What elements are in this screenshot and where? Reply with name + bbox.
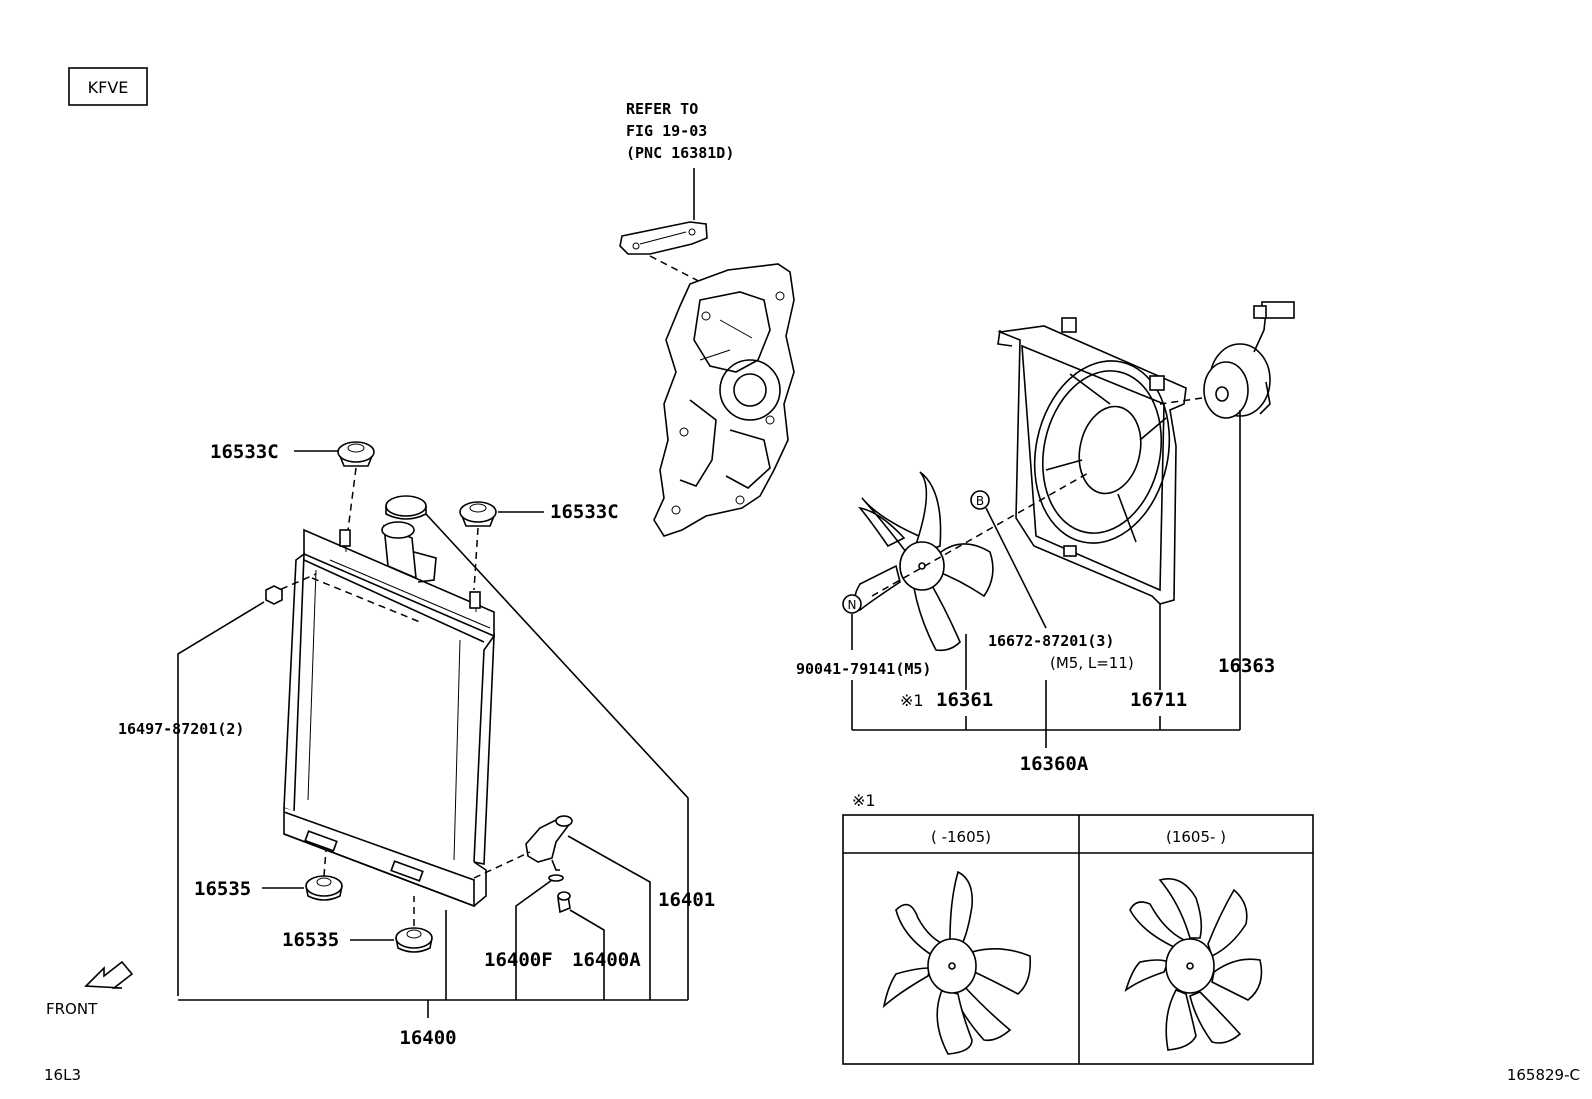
front-arrow-icon (84, 960, 134, 989)
fan-motor-part (1203, 301, 1295, 419)
fan-shroud-part (996, 317, 1187, 605)
variant-col-2: (1605- ) (1166, 828, 1226, 846)
bracket-part (619, 221, 708, 255)
variant-table-title: ※1 (852, 791, 876, 810)
nut-16497 (265, 585, 283, 605)
variant-col-1: ( -1605) (931, 828, 991, 846)
cushion-16535-b (395, 927, 433, 953)
label-16401: 16401 (658, 889, 715, 911)
label-16672: 16672-87201(3) (988, 632, 1114, 650)
engine-code: KFVE (88, 78, 129, 97)
drain-cock-part (525, 815, 573, 871)
marker-n-icon: N (842, 594, 862, 614)
page-code: 16L3 (44, 1066, 81, 1084)
label-16711: 16711 (1130, 689, 1187, 711)
cushion-16533c-top (337, 441, 375, 467)
label-16400f: 16400F (484, 949, 553, 971)
refer-note-line-3: (PNC 16381D) (626, 144, 734, 162)
label-16535-b: 16535 (282, 929, 339, 951)
drain-plug-16400a (557, 891, 571, 914)
marker-b-icon: B (970, 490, 990, 510)
label-16363: 16363 (1218, 655, 1275, 677)
radiator-cap (385, 495, 427, 520)
fan-variant-2-image (1124, 878, 1263, 1051)
label-16497: 16497-87201(2) (118, 720, 244, 738)
label-16533c-right: 16533C (550, 501, 619, 523)
figure-code: 165829-C (1507, 1066, 1580, 1084)
refer-note-line-1: REFER TO (626, 100, 698, 118)
engine-code-box: KFVE (68, 67, 148, 106)
marker-b: B (976, 494, 984, 508)
timing-cover-part (653, 263, 795, 537)
label-16672-spec: (M5, L=11) (1050, 654, 1134, 672)
label-16400a: 16400A (572, 949, 641, 971)
label-16361: 16361 (936, 689, 993, 711)
o-ring-16400f (548, 874, 564, 882)
label-16400: 16400 (399, 1027, 456, 1049)
variant-table: ( -1605) (1605- ) (842, 814, 1314, 1065)
refer-note-line-2: FIG 19-03 (626, 122, 707, 140)
marker-n: N (848, 598, 857, 612)
label-16535-a: 16535 (194, 878, 251, 900)
note-symbol-fan: ※1 (900, 691, 924, 710)
cushion-16533c-right (459, 501, 497, 527)
label-16533c-top: 16533C (210, 441, 279, 463)
fan-variant-1-image (882, 870, 1032, 1055)
label-16360a: 16360A (1020, 753, 1089, 775)
cushion-16535-a (305, 875, 343, 901)
fan-blade-part (854, 471, 994, 652)
label-90041: 90041-79141(M5) (796, 660, 931, 678)
refer-note: REFER TO FIG 19-03 (PNC 16381D) (626, 100, 734, 220)
radiator-part (283, 521, 495, 908)
front-label: FRONT (46, 1000, 98, 1018)
